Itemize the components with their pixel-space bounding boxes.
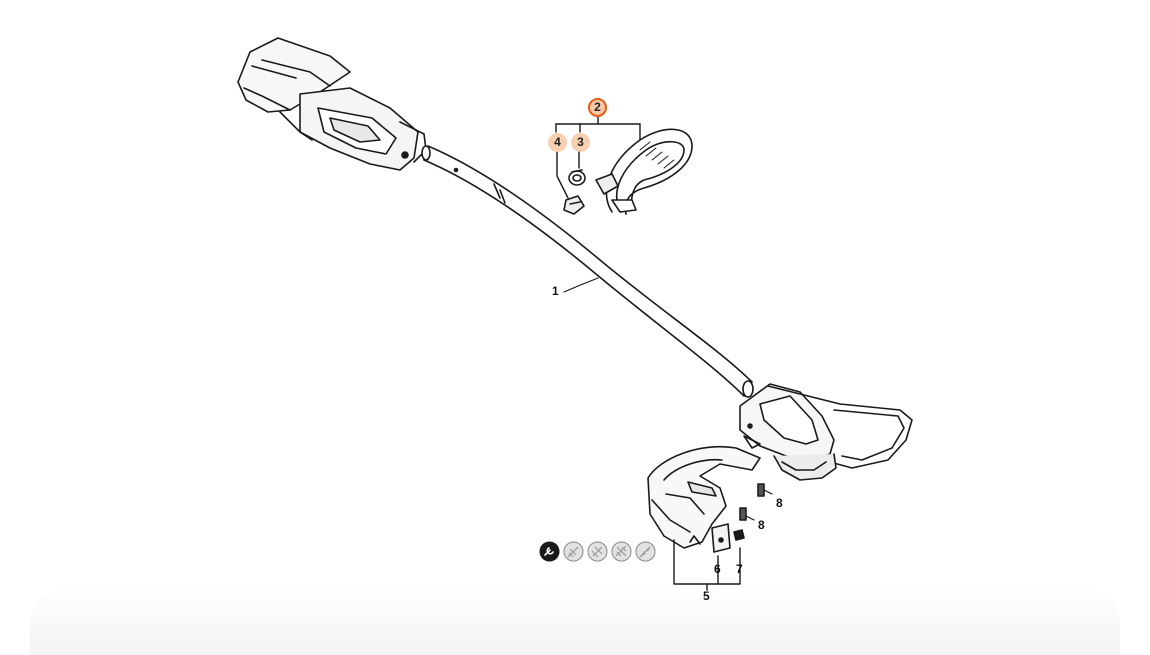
screw-part-4[interactable] (563, 195, 585, 215)
callout-part-8-lower[interactable]: 8 (758, 518, 765, 532)
callout-part-2[interactable]: 2 (588, 98, 607, 117)
screw-part-7[interactable] (733, 529, 745, 541)
callout-part-4[interactable]: 4 (548, 133, 567, 152)
callout-part-5[interactable]: 5 (703, 589, 710, 603)
screw-part-8-lower[interactable] (739, 507, 755, 521)
tool-icon-row (539, 541, 656, 562)
torx-icon[interactable] (587, 541, 608, 562)
plate-part-6[interactable] (711, 523, 731, 553)
callout-part-1[interactable]: 1 (552, 284, 559, 298)
screwdriver-icon[interactable] (563, 541, 584, 562)
screw-part-8-upper[interactable] (757, 483, 773, 497)
pliers-icon[interactable] (635, 541, 656, 562)
callout-part-6[interactable]: 6 (714, 562, 721, 576)
hex-key-icon[interactable] (611, 541, 632, 562)
callout-leaders-2-3-4 (555, 115, 641, 199)
trimmer-head[interactable] (739, 383, 913, 481)
shaft-part-1[interactable] (421, 145, 754, 398)
deflector-guard-part-5[interactable] (647, 446, 761, 549)
clamp-part-3[interactable] (568, 169, 586, 186)
loop-handle-part-2[interactable] (595, 128, 693, 215)
wrench-active-icon[interactable] (539, 541, 560, 562)
callout-part-3[interactable]: 3 (571, 133, 590, 152)
background-panel (30, 585, 1120, 655)
motor-housing[interactable] (237, 37, 427, 171)
callout-bracket-5-6-7 (673, 539, 741, 591)
callout-part-8-upper[interactable]: 8 (776, 496, 783, 510)
callout-part-7[interactable]: 7 (736, 562, 743, 576)
